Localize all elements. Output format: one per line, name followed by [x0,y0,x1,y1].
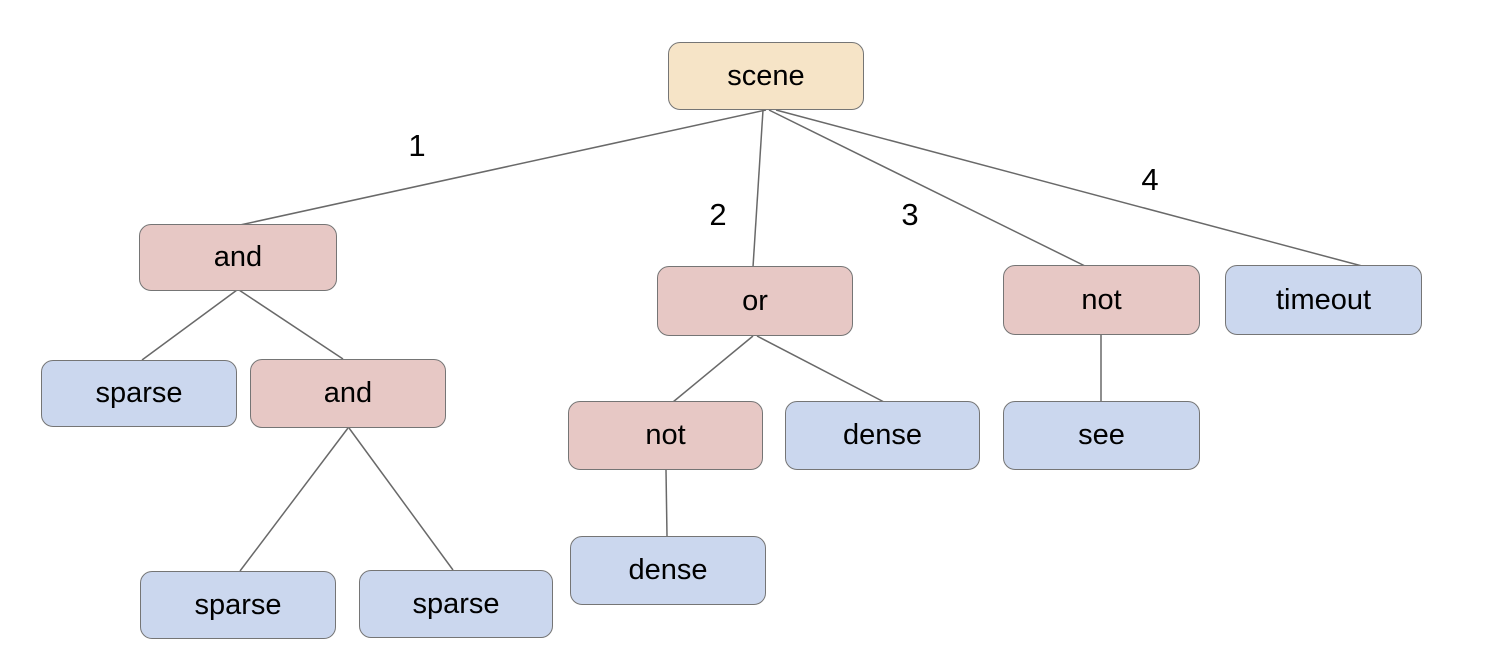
edge-and-2-sparse-2 [239,427,349,572]
node-not-1: not [1003,265,1200,335]
edge-scene-or [752,109,764,268]
edge-label-4: 4 [1141,162,1159,197]
node-and-1: and [139,224,337,291]
node-dense-1: dense [785,401,980,470]
edge-not-2-dense-2 [665,469,668,537]
node-see: see [1003,401,1200,470]
edge-or-dense-1 [756,335,885,403]
edge-label-1: 1 [408,128,426,163]
edge-or-not-2 [672,335,754,403]
edge-label-2: 2 [709,197,727,232]
node-sparse-2: sparse [140,571,336,639]
node-and-2: and [250,359,446,428]
edge-scene-not-1 [768,109,1086,267]
edge-and-1-sparse-1 [141,289,238,361]
node-scene: scene [668,42,864,110]
node-sparse-1: sparse [41,360,237,427]
node-or: or [657,266,853,336]
node-not-2: not [568,401,763,470]
edge-scene-and-1 [239,109,767,226]
edge-and-2-sparse-3 [348,427,454,571]
node-dense-2: dense [570,536,766,605]
edge-scene-timeout [775,109,1363,267]
node-timeout: timeout [1225,265,1422,335]
edge-and-1-and-2 [238,289,344,360]
edge-label-3: 3 [901,197,919,232]
node-sparse-3: sparse [359,570,553,638]
